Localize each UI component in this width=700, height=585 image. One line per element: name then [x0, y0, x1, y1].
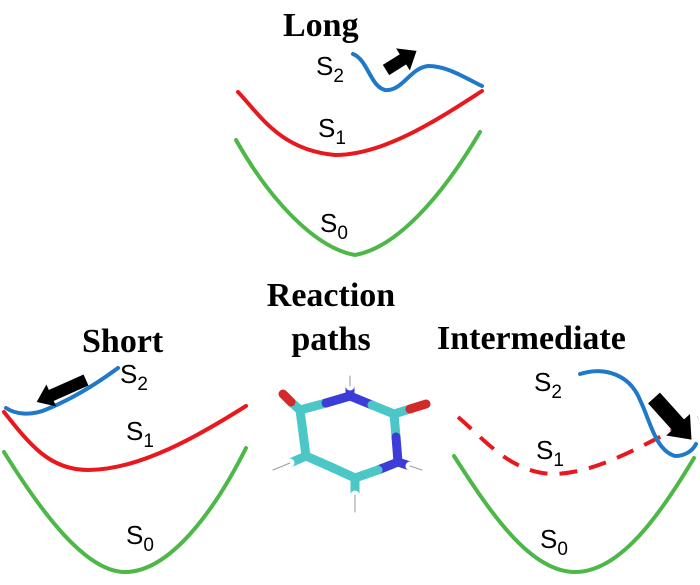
state-label-s1-short: S1 — [126, 416, 154, 452]
state-label-s0-intermediate: S0 — [540, 524, 568, 560]
panel-intermediate: Intermediate S2 S1 S0 — [437, 320, 699, 575]
s0-curve-intermediate — [452, 454, 696, 575]
state-label-s0-long: S0 — [320, 208, 348, 244]
state-label-s1-long: S1 — [318, 113, 346, 149]
state-label-s2-intermediate: S2 — [534, 367, 562, 403]
arrow-icon — [36, 374, 89, 407]
panel-title-short: Short — [82, 323, 164, 360]
panel-title-intermediate: Intermediate — [437, 320, 626, 357]
panel-title-long: Long — [283, 7, 359, 44]
arrow-icon — [648, 392, 692, 440]
s2-curve-intermediate — [578, 369, 698, 459]
state-label-s2-long: S2 — [316, 51, 344, 87]
arrow-icon — [382, 48, 417, 76]
state-label-s2-short: S2 — [120, 359, 148, 395]
s2-curve-short — [4, 366, 120, 416]
state-label-s0-short: S0 — [126, 520, 154, 556]
uracil-molecule-icon — [268, 371, 431, 517]
panel-short: Short S2 S1 S0 — [2, 323, 248, 575]
panel-long: Long S2 S1 S0 — [234, 7, 484, 258]
center-block: Reaction paths — [267, 277, 431, 517]
state-label-s1-intermediate: S1 — [536, 435, 564, 471]
s0-curve-short — [2, 446, 248, 575]
center-title-line2: paths — [291, 321, 370, 358]
center-title-line1: Reaction — [267, 277, 396, 314]
s0-curve-long — [234, 130, 482, 258]
s2-curve-long — [351, 52, 484, 93]
s1-curve-long — [236, 89, 484, 158]
s1-curve-short — [2, 404, 248, 473]
